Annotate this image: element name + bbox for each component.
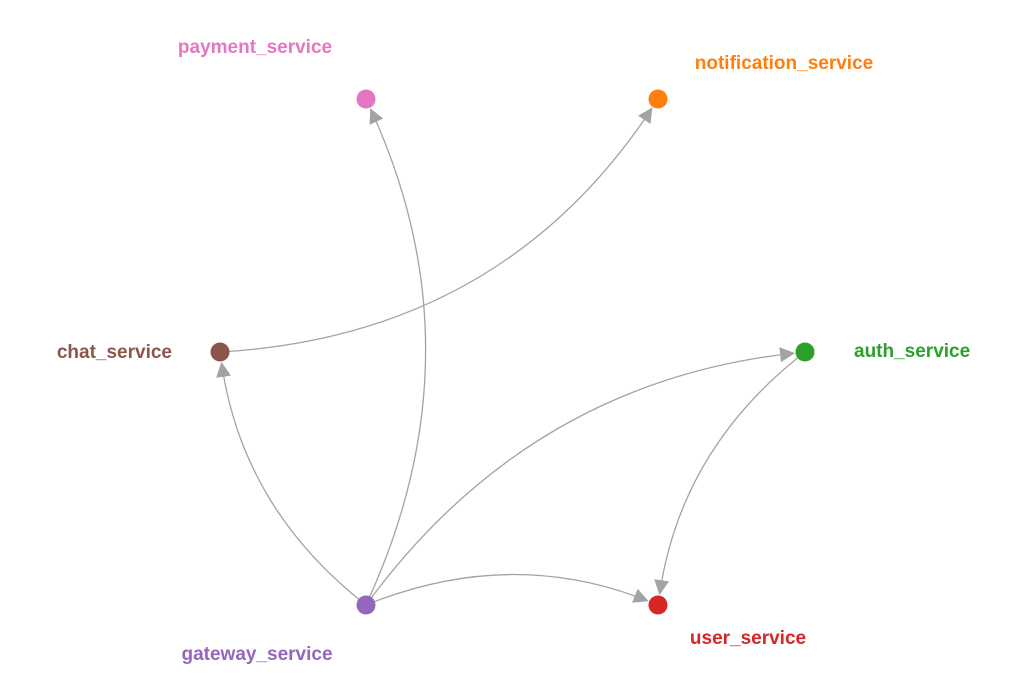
node-notification_service — [648, 89, 668, 109]
node-auth_service — [795, 342, 815, 362]
node-chat_service — [210, 342, 230, 362]
edge-gateway_service-to-chat_service — [216, 361, 365, 605]
labels-layer: payment_service notification_service chat_… — [57, 37, 970, 665]
edge-auth_service-to-user_service — [654, 352, 804, 596]
node-label-user_service: user_service — [690, 628, 806, 649]
node-gateway_service — [356, 595, 376, 615]
edge-gateway_service-to-user_service — [367, 573, 649, 605]
node-label-chat_service: chat_service — [57, 342, 172, 363]
edge-chat_service-to-notification_service — [221, 107, 653, 353]
nodes-layer — [210, 89, 815, 615]
node-payment_service — [356, 89, 376, 109]
node-label-gateway_service: gateway_service — [181, 644, 332, 665]
edge-gateway_service-to-payment_service — [366, 108, 427, 604]
edge-gateway_service-to-auth_service — [366, 347, 796, 604]
node-label-payment_service: payment_service — [178, 37, 332, 58]
node-user_service — [648, 595, 668, 615]
node-label-auth_service: auth_service — [854, 341, 970, 362]
edges-layer — [216, 107, 804, 605]
node-label-notification_service: notification_service — [695, 53, 873, 74]
